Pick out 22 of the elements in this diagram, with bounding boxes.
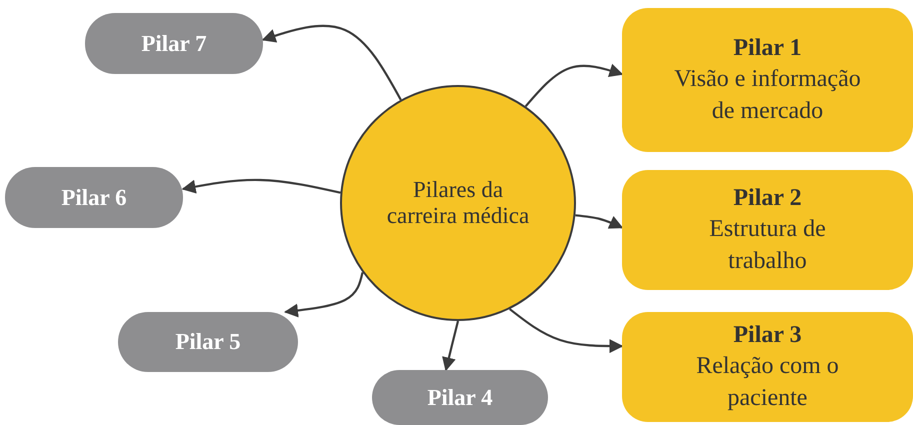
node-label: Pilar 5 [175, 329, 241, 355]
arrow [262, 24, 402, 100]
arrow [442, 320, 460, 372]
node-label: Relação com o paciente [695, 352, 840, 413]
pillar-box [118, 312, 298, 372]
node-label: Pilar 6 [61, 184, 127, 210]
arrow [284, 272, 364, 318]
arrow [182, 178, 341, 194]
arrow [524, 64, 624, 108]
arrow [509, 308, 624, 354]
arrow [575, 214, 624, 229]
pillar-box [622, 312, 913, 422]
pillar-box [622, 170, 913, 290]
node-label: Pilar 4 [427, 384, 493, 410]
node-label: Pilar 7 [141, 30, 207, 56]
node-label: Estrutura de trabalho [708, 215, 827, 276]
node-label: Visão e informação de mercado [673, 65, 862, 126]
pillar-title: Pilar 3 [733, 321, 802, 350]
pillar-title: Pilar 1 [733, 34, 802, 64]
pillar-box [622, 8, 913, 152]
node-label: Pilares da carreira médica [386, 177, 530, 229]
pillar-title: Pilar 2 [733, 184, 802, 214]
